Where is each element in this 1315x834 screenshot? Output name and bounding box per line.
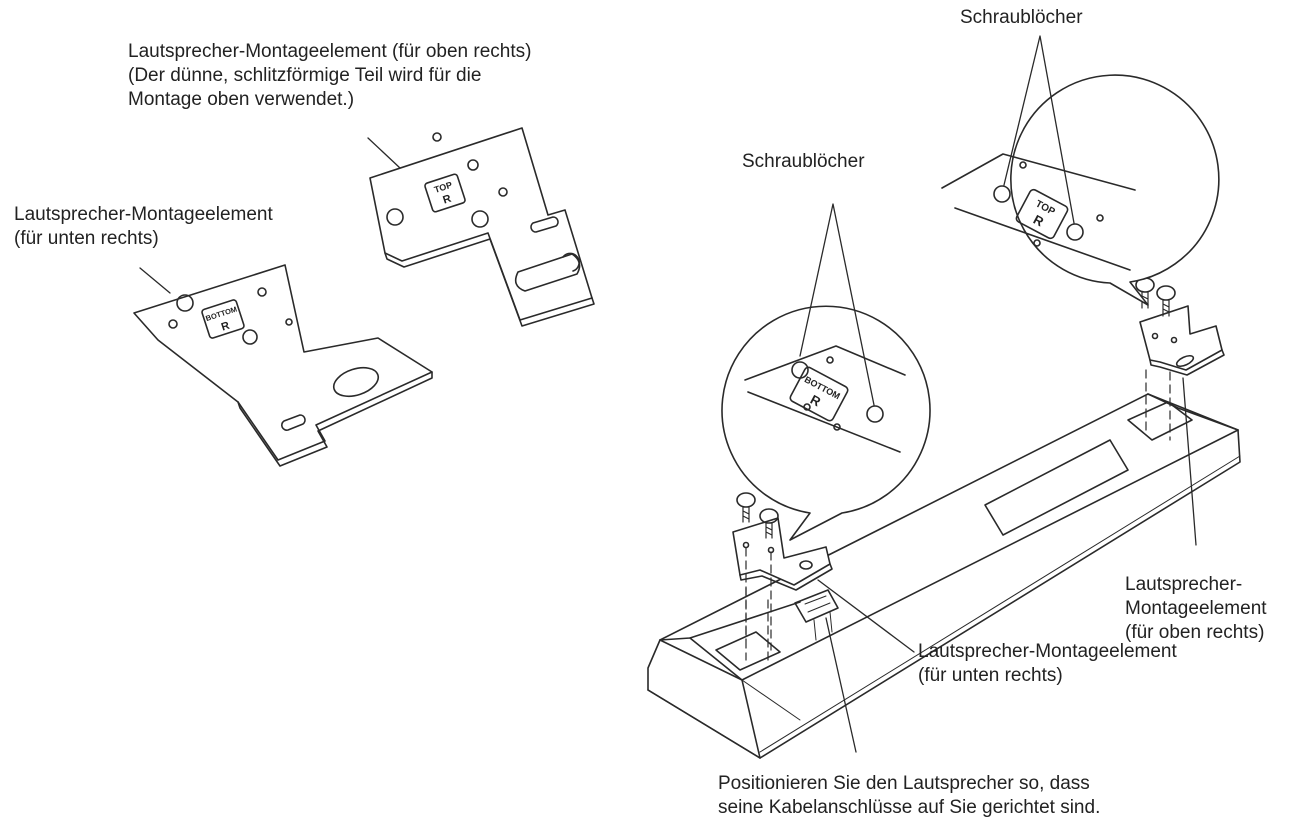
label-screw-holes-bottom: Schraublöcher bbox=[742, 151, 865, 172]
label-mount-top-right: Lautsprecher- Montageelement (für oben r… bbox=[1125, 574, 1267, 643]
label-position-note: Positionieren Sie den Lautsprecher so, d… bbox=[718, 773, 1101, 818]
label-top-bracket: Lautsprecher-Montageelement (für oben re… bbox=[128, 41, 532, 110]
bottom-bracket-part: BOTTOM R bbox=[133, 264, 433, 467]
label-screw-holes-top: Schraublöcher bbox=[960, 7, 1083, 28]
label-mount-bottom-right: Lautsprecher-Montageelement (für unten r… bbox=[918, 641, 1177, 686]
callout-bottom: BOTTOM R bbox=[721, 203, 931, 541]
upper-mounted-bracket bbox=[1135, 277, 1225, 441]
leader-lines bbox=[139, 137, 1197, 753]
bottom-bracket-mark-2: R bbox=[220, 320, 231, 334]
top-bracket-part: TOP R bbox=[369, 127, 595, 327]
lower-mounted-bracket bbox=[732, 492, 833, 666]
label-bottom-bracket: Lautsprecher-Montageelement (für unten r… bbox=[14, 204, 273, 249]
speaker-bar bbox=[647, 393, 1241, 759]
callout-top: TOP R bbox=[941, 35, 1220, 306]
top-bracket-mark-2: R bbox=[442, 193, 453, 207]
